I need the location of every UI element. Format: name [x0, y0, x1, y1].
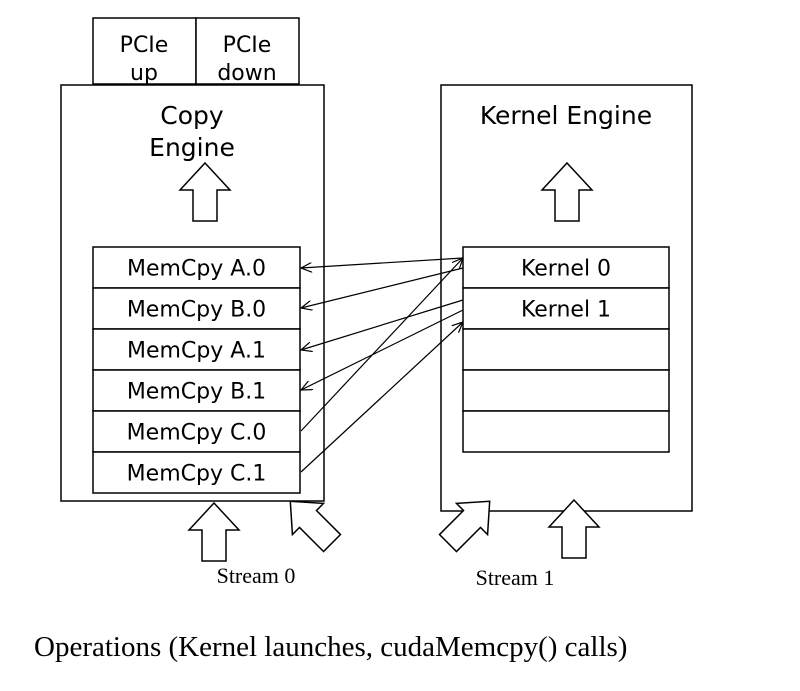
pcie-up-label-line1: PCIe [120, 33, 169, 58]
pcie-up-label-line2: up [130, 61, 158, 86]
connection-arrow [301, 309, 464, 390]
kernel-queue-slot-label: Kernel 0 [521, 257, 611, 282]
stream1-diagonal-arrow-icon [438, 500, 491, 553]
stream0-up-arrow-icon [187, 501, 241, 562]
stream0-label: Stream 0 [217, 563, 296, 588]
copy-engine-title-line1: Copy [160, 101, 224, 130]
kernel-engine-queue: Kernel 0 Kernel 1 [462, 246, 670, 453]
stream-input-arrows [187, 498, 601, 562]
copy-queue-slot: MemCpy C.1 [92, 451, 301, 494]
kernel-queue-slot [462, 369, 670, 412]
stream1-up-arrow-icon [547, 498, 601, 559]
copy-queue-slot-label: MemCpy A.1 [127, 339, 266, 364]
kernel-queue-slot [462, 328, 670, 371]
copy-engine-title-line2: Engine [149, 133, 235, 162]
stream-connections [300, 257, 464, 473]
copy-queue-slot-label: MemCpy A.0 [127, 257, 266, 282]
kernel-queue-slot-label: Kernel 1 [521, 298, 611, 323]
copy-queue-slot: MemCpy B.0 [92, 287, 301, 330]
copy-queue-slot: MemCpy C.0 [92, 410, 301, 453]
stream1-label: Stream 1 [476, 565, 555, 590]
kernel-queue-slot [462, 410, 670, 453]
stream0-diagonal-arrow-icon [289, 500, 342, 553]
copy-queue-slot-label: MemCpy C.0 [127, 421, 267, 446]
connection-arrow [301, 257, 464, 268]
connection-arrow [300, 322, 463, 473]
kernel-engine-up-arrow-icon [540, 161, 594, 222]
copy-engine-up-arrow-icon [178, 161, 232, 222]
kernel-engine-title: Kernel Engine [480, 101, 652, 130]
connection-arrow [301, 299, 464, 350]
diagram-caption: Operations (Kernel launches, cudaMemcpy(… [34, 631, 627, 663]
copy-queue-slot: MemCpy B.1 [92, 369, 301, 412]
copy-queue-slot-label: MemCpy B.0 [127, 298, 266, 323]
copy-queue-slot: MemCpy A.0 [92, 246, 301, 289]
kernel-engine: Kernel Engine Kernel 0 Kernel 1 [440, 84, 693, 512]
copy-queue-slot: MemCpy A.1 [92, 328, 301, 371]
pcie-down-box: PCIe down [195, 17, 300, 86]
pcie-down-label-line2: down [217, 61, 276, 86]
pcie-down-label-line1: PCIe [223, 33, 272, 58]
kernel-queue-slot: Kernel 0 [462, 246, 670, 289]
kernel-queue-slot: Kernel 1 [462, 287, 670, 330]
copy-queue-slot-label: MemCpy B.1 [127, 380, 266, 405]
copy-queue-slot-label: MemCpy C.1 [127, 462, 267, 487]
connection-arrow [300, 258, 463, 432]
connection-arrow [301, 267, 464, 308]
pcie-up-box: PCIe up [92, 17, 197, 86]
